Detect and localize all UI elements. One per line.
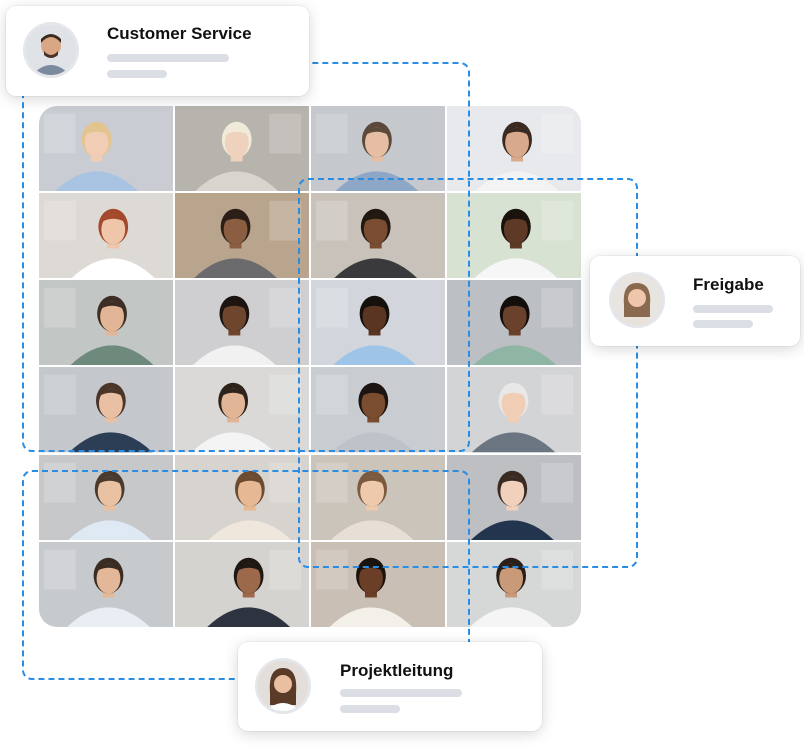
participant-video-tile: [447, 193, 581, 279]
placeholder-bar: [693, 305, 773, 313]
participant-video-tile: [311, 280, 445, 366]
card-title: Freigabe: [693, 275, 764, 294]
participant-video-tile: [175, 193, 309, 279]
participant-video-tile: [175, 541, 309, 627]
participant-video-tile: [447, 367, 581, 453]
participant-video-tile: [311, 106, 445, 192]
placeholder-bar: [340, 689, 462, 697]
participant-video-tile: [311, 367, 445, 453]
participant-video-tile: [175, 454, 309, 540]
participant-video-tile: [39, 541, 173, 627]
card-title: Customer Service: [107, 24, 252, 43]
placeholder-bar: [107, 54, 229, 62]
participant-video-tile: [39, 454, 173, 540]
participant-video-tile: [447, 280, 581, 366]
participant-video-tile: [39, 367, 173, 453]
placeholder-bar: [693, 320, 753, 328]
customer-service-card[interactable]: Customer Service: [6, 6, 309, 96]
participant-video-tile: [39, 193, 173, 279]
participant-video-tile: [175, 367, 309, 453]
participant-video-tile: [311, 193, 445, 279]
participant-video-tile: [175, 280, 309, 366]
projektleitung-card[interactable]: Projektleitung: [238, 642, 542, 731]
participant-video-tile: [447, 454, 581, 540]
card-title: Projektleitung: [340, 661, 454, 680]
participant-video-tile: [39, 106, 173, 192]
person-avatar-icon: [26, 25, 76, 75]
participant-video-tile: [311, 454, 445, 540]
placeholder-bar: [107, 70, 167, 78]
participant-video-tile: [39, 280, 173, 366]
video-call-grid: [39, 106, 581, 627]
participant-video-tile: [447, 541, 581, 627]
participant-video-tile: [447, 106, 581, 192]
freigabe-card[interactable]: Freigabe: [590, 256, 800, 346]
participant-video-tile: [311, 541, 445, 627]
placeholder-bar: [340, 705, 400, 713]
person-avatar-icon: [612, 275, 662, 325]
participant-video-tile: [175, 106, 309, 192]
person-avatar-icon: [258, 661, 308, 711]
